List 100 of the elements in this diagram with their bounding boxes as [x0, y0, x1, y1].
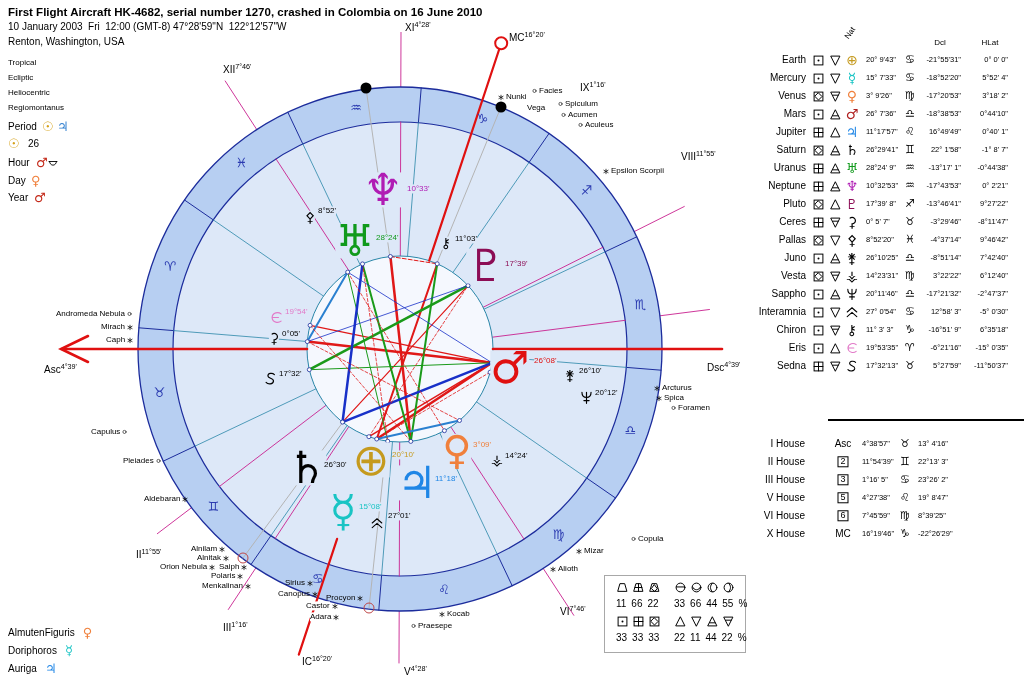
house-cusp-label: IX$^{1°16'}$ — [580, 82, 606, 94]
planet-glyph: ⚴ — [846, 233, 858, 247]
zodiac-sign-glyph: ♑ — [900, 529, 910, 539]
star-name: Alnilam — [191, 544, 218, 554]
house-cusp-label: III$^{1°16'}$ — [223, 622, 248, 634]
zodiac-sign-glyph: ♍ — [905, 91, 915, 101]
degree-label: 11°18' — [435, 474, 457, 484]
zodiac-sign-glyph: ♊ — [900, 457, 910, 467]
degree-label: 26°10' — [579, 366, 602, 376]
point-label: AlmutenFiguris — [8, 627, 75, 639]
planet-glyph: ♀ — [846, 89, 858, 103]
degree-label: 10°33' — [407, 184, 430, 194]
degree-label: 0°05' — [282, 329, 301, 339]
star-name: Canopus — [278, 589, 311, 599]
star-name: Caph — [106, 335, 126, 345]
star-name: Aldebaran — [144, 494, 181, 504]
degree-label: 8°52' — [318, 206, 337, 216]
house-name: VI House — [763, 510, 805, 522]
planet-glyph: ♅ — [845, 161, 859, 175]
degree-label: 27°01' — [388, 511, 411, 521]
star-name: Vega — [527, 103, 546, 113]
column-header: HLat — [981, 38, 999, 48]
star-name: Mizar — [584, 546, 604, 556]
body-name: Mars — [783, 108, 806, 120]
zodiac-sign-glyph: ♋ — [900, 475, 910, 485]
house-cusp-label: VI$^{7°46'}$ — [560, 606, 586, 618]
asteroid-glyph: ⚵ — [564, 368, 576, 382]
setting-label: Heliocentric — [8, 88, 50, 98]
body-name: Neptune — [768, 180, 806, 192]
house-cusp-label: II$^{11°55'}$ — [136, 549, 162, 561]
star-name: Alnitak — [197, 553, 221, 563]
element-summary-panel — [604, 575, 746, 653]
body-name: Mercury — [769, 72, 806, 84]
setting-label: 26 — [28, 138, 40, 150]
zodiac-sign-glyph: ♌ — [905, 127, 915, 137]
house-cusp-label: XII$^{7°46'}$ — [223, 64, 252, 76]
planet-glyph: ♂ — [490, 350, 530, 386]
setting-label: Year — [8, 192, 29, 204]
planet-glyph: ♇ — [845, 197, 859, 211]
star-name: Spiculum — [565, 99, 598, 109]
star-name: Capulus — [91, 427, 121, 437]
degree-label: 17°32' — [279, 369, 302, 379]
zodiac-sign-glyph: ♓ — [905, 235, 915, 245]
zodiac-sign-glyph: ♊ — [207, 501, 220, 514]
star-name: Procyon — [326, 593, 356, 603]
planet-glyph: ⚳ — [846, 215, 858, 229]
zodiac-sign-glyph: ♓ — [235, 156, 248, 169]
star-name: Spica — [664, 393, 684, 403]
star-name: Facies — [539, 86, 563, 96]
body-name: Sappho — [771, 288, 806, 300]
column-header: Nat — [842, 25, 858, 41]
planet-glyph: ♆ — [845, 179, 859, 193]
zodiac-sign-glyph: ♋ — [905, 55, 915, 65]
zodiac-sign-glyph: ♍ — [900, 511, 910, 521]
zodiac-sign-glyph: ♏ — [634, 299, 647, 311]
star-name: Kocab — [447, 609, 470, 619]
zodiac-sign-glyph: ♉ — [900, 439, 910, 449]
degree-label: 17°39' — [505, 259, 528, 269]
zodiac-sign-glyph: ♒ — [905, 181, 915, 191]
body-name: Vesta — [780, 270, 806, 282]
star-name: Mirach — [101, 322, 125, 332]
zodiac-sign-glyph: ♋ — [311, 573, 324, 586]
star-name: Polaris — [211, 571, 236, 581]
star-name: Copula — [638, 534, 664, 544]
planet-glyph: ♃ — [44, 663, 57, 675]
body-name: Jupiter — [776, 126, 806, 138]
star-name: Praesepe — [418, 621, 453, 631]
zodiac-sign-glyph: ♎ — [905, 289, 915, 299]
element-counts: 33 33 33 — [616, 632, 660, 644]
house-cusp-label: Asc$^{4°39'}$ — [44, 364, 77, 376]
planet-glyph: ♀ — [31, 175, 41, 187]
planet-glyph: ♂ — [36, 157, 48, 169]
body-name: Chiron — [776, 324, 806, 336]
planet-glyph: ♃ — [845, 125, 859, 139]
zodiac-sign-glyph: ♒ — [350, 102, 362, 115]
setting-label: Day — [8, 175, 26, 187]
degree-label: 20°10' — [392, 450, 415, 460]
zodiac-sign-glyph: ♒ — [905, 163, 915, 173]
element-counts: 22 11 44 22 % — [674, 632, 747, 644]
star-name: Orion Nebula — [160, 562, 208, 572]
zodiac-sign-glyph: ♌ — [438, 583, 450, 596]
degree-label: 14°24' — [505, 451, 528, 461]
star-name: Saiph — [219, 562, 240, 572]
chart-details: 10 January 2003 Fri 12:00 (GMT-8) 47°28'59"N 122°12'57"W — [8, 21, 287, 33]
planet-glyph: ☿ — [847, 71, 857, 85]
star-name: Aculeus — [585, 120, 614, 130]
zodiac-sign-glyph: ♍ — [552, 529, 565, 542]
degree-label: 26°30' — [324, 460, 347, 470]
zodiac-sign-glyph: ♋ — [905, 307, 915, 317]
zodiac-sign-glyph: ♌ — [900, 493, 910, 503]
body-name: Eris — [788, 342, 806, 354]
asteroid-glyph: ⚳ — [268, 331, 280, 345]
star-name: Epsilon Scorpii — [611, 166, 664, 176]
planet-glyph: ♂ — [34, 192, 46, 204]
house-symbol: MC — [835, 528, 851, 540]
degree-label: 15°08' — [359, 502, 382, 512]
degree-label: 26°08' — [534, 356, 557, 366]
star-name: Sirius — [285, 578, 305, 588]
planet-glyph: ⚷ — [846, 323, 858, 337]
zodiac-sign-glyph: ♍ — [905, 271, 915, 281]
